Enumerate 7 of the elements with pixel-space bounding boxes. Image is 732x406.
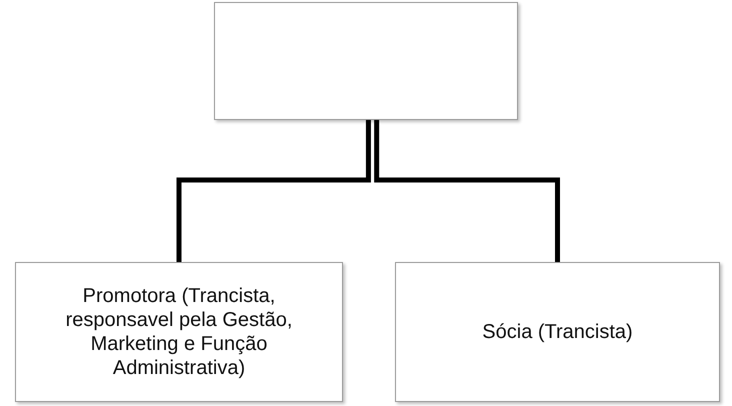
- org-box: [15, 262, 343, 402]
- box-text: Promotora (Trancista, responsavel pela Gestão, Marketing e Função Administrativa): [64, 284, 294, 380]
- org-box: [395, 262, 720, 402]
- box-text: Sócia (Trancista): [482, 320, 633, 344]
- connector-line: [176, 120, 371, 262]
- empty-box: [214, 2, 518, 120]
- connector-line: [374, 120, 560, 262]
